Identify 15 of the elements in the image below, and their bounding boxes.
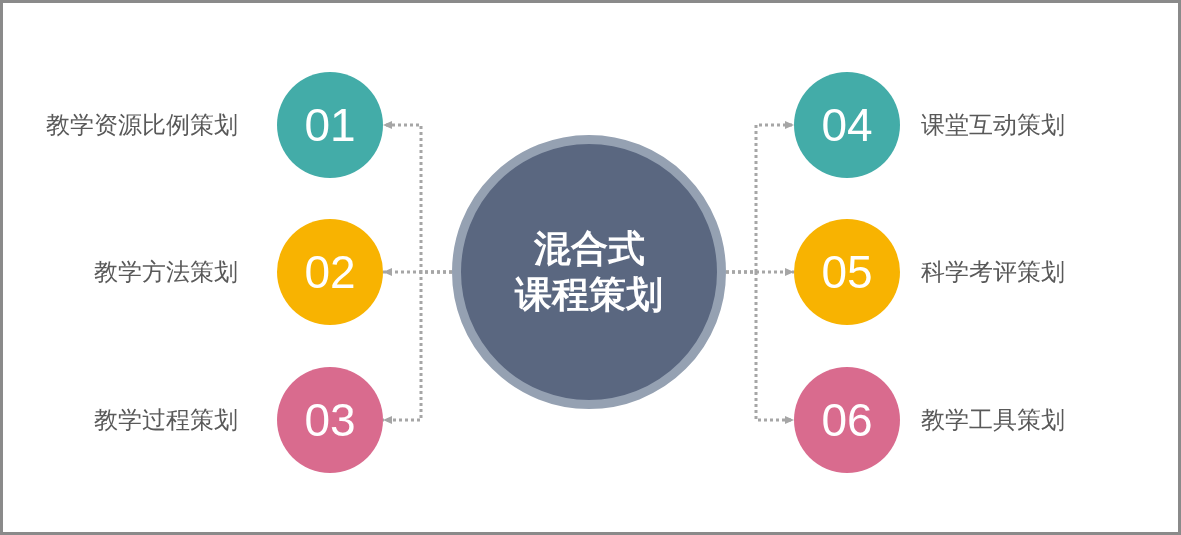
- number-circle: 04: [794, 72, 900, 178]
- number-circle: 02: [277, 219, 383, 325]
- center-circle: 混合式课程策划: [452, 135, 726, 409]
- number-circle: 01: [277, 72, 383, 178]
- number-circle: 03: [277, 367, 383, 473]
- item-label: 教学工具策划: [921, 405, 1065, 435]
- item-label: 教学过程策划: [94, 405, 238, 435]
- number-circle: 06: [794, 367, 900, 473]
- item-label: 教学方法策划: [94, 257, 238, 287]
- item-label: 科学考评策划: [921, 257, 1065, 287]
- number-circle: 05: [794, 219, 900, 325]
- item-label: 课堂互动策划: [921, 110, 1065, 140]
- item-label: 教学资源比例策划: [46, 110, 238, 140]
- connector-arrow: [383, 270, 452, 424]
- connector-arrow: [726, 270, 794, 424]
